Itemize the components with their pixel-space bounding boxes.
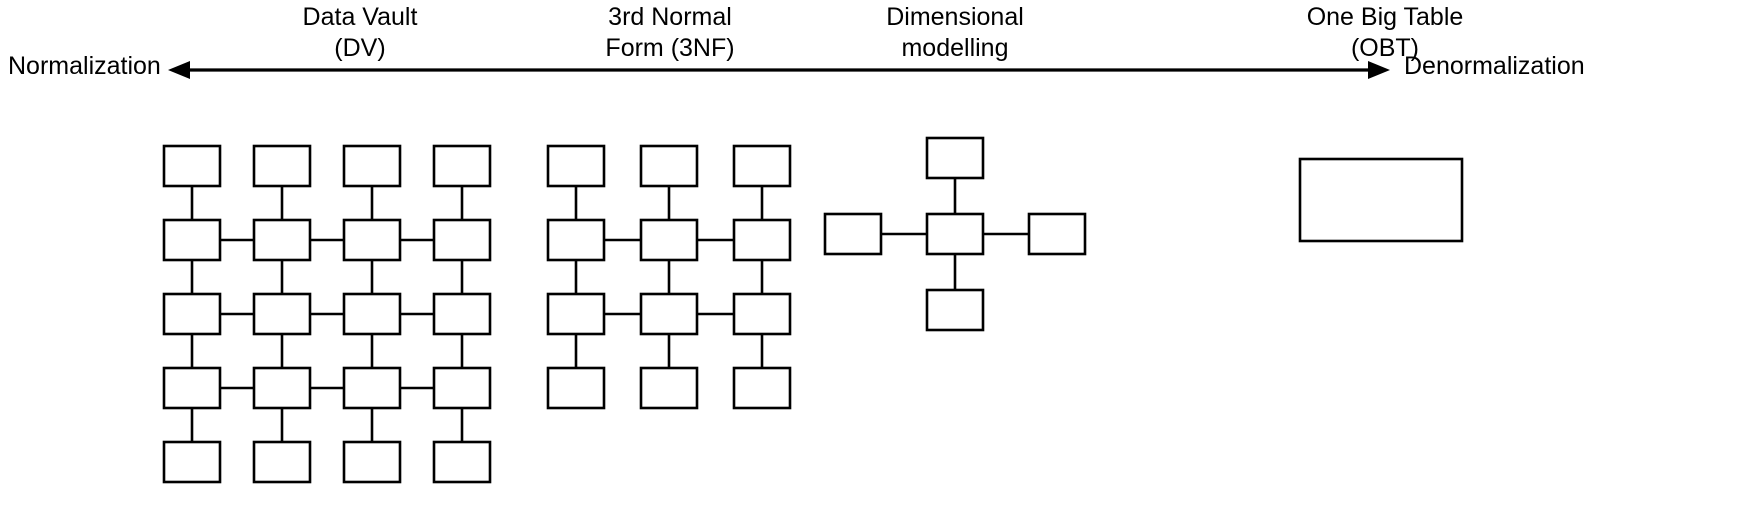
axis-label-normalization: Normalization (8, 52, 161, 80)
data-vault-node (432, 366, 492, 410)
data-vault-node (432, 218, 492, 262)
arrow-head-right-icon (1368, 61, 1390, 79)
one-big-table-box (1298, 157, 1464, 243)
data-vault-node (432, 144, 492, 188)
dimensional-node-right (1027, 212, 1087, 256)
dimensional-modelling-star (823, 136, 1087, 332)
data-vault-node (432, 292, 492, 336)
third-normal-form-node (546, 292, 606, 336)
pattern-label-third-normal-form: 3rd Normal Form (3NF) (520, 2, 820, 64)
pattern-label-one-big-table-line2: (OBT) (1350, 34, 1420, 62)
dimensional-node-top (925, 136, 985, 180)
data-vault-node (162, 366, 222, 410)
data-vault-node (162, 440, 222, 484)
pattern-label-data-vault-line2: (DV) (334, 34, 386, 62)
third-normal-form-node (639, 366, 699, 410)
data-vault-grid (162, 144, 492, 484)
pattern-label-third-normal-form-line1: 3rd Normal (608, 3, 732, 31)
data-vault-node (252, 366, 312, 410)
pattern-label-one-big-table-line1: One Big Table (1306, 3, 1464, 31)
third-normal-form-node (546, 144, 606, 188)
data-vault-node (342, 218, 402, 262)
third-normal-form-node (639, 144, 699, 188)
data-vault-node (342, 440, 402, 484)
dimensional-node-bottom (925, 288, 985, 332)
third-normal-form-node (732, 366, 792, 410)
data-vault-node (252, 292, 312, 336)
pattern-label-dimensional-modelling-line1: Dimensional (886, 3, 1024, 31)
third-normal-form-node (732, 218, 792, 262)
one-big-table-node (1298, 157, 1464, 243)
data-vault-node (252, 144, 312, 188)
third-normal-form-grid (546, 144, 792, 410)
third-normal-form-node (732, 292, 792, 336)
data-vault-node (342, 366, 402, 410)
pattern-label-one-big-table: One Big Table (OBT) (1250, 2, 1520, 64)
pattern-label-data-vault: Data Vault (DV) (180, 2, 540, 64)
data-vault-node (252, 218, 312, 262)
pattern-label-dimensional-modelling-line2: modelling (901, 34, 1009, 62)
third-normal-form-node (546, 366, 606, 410)
third-normal-form-node (546, 218, 606, 262)
pattern-label-data-vault-line1: Data Vault (302, 3, 418, 31)
third-normal-form-node (639, 292, 699, 336)
arrow-head-left-icon (168, 61, 190, 79)
data-vault-node (162, 218, 222, 262)
data-vault-node (162, 292, 222, 336)
data-vault-node (432, 440, 492, 484)
dimensional-node-left (823, 212, 883, 256)
dimensional-node-center (925, 212, 985, 256)
data-vault-node (342, 144, 402, 188)
third-normal-form-node (639, 218, 699, 262)
third-normal-form-node (732, 144, 792, 188)
pattern-label-dimensional-modelling: Dimensional modelling (820, 2, 1090, 64)
axis-label-denormalization: Denormalization (1404, 52, 1585, 80)
pattern-label-third-normal-form-line2: Form (3NF) (605, 34, 735, 62)
data-vault-node (162, 144, 222, 188)
normalization-axis (168, 61, 1390, 79)
data-vault-node (342, 292, 402, 336)
data-vault-node (252, 440, 312, 484)
